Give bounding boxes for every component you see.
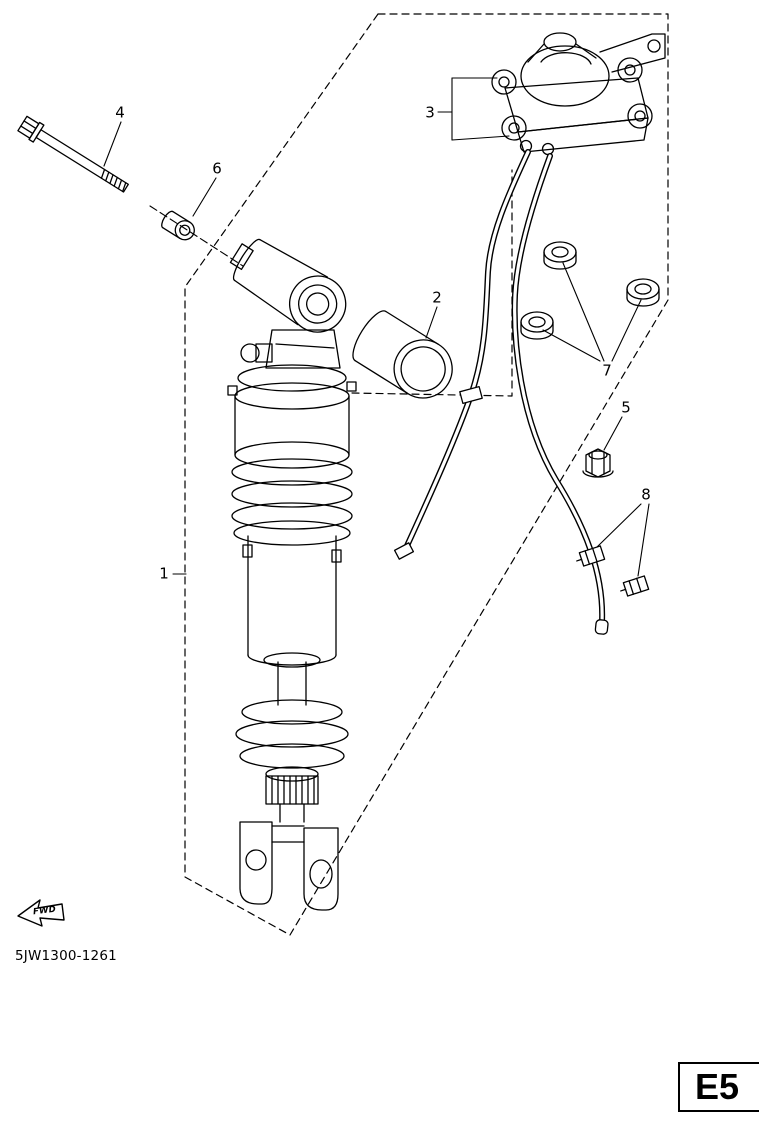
bushing-drawing: [352, 310, 453, 399]
fwd-arrow-icon: [17, 899, 65, 927]
part-code: 5JW1300-1261: [15, 948, 117, 964]
shock-absorber-drawing: [227, 238, 357, 911]
nut-drawing: [582, 448, 614, 478]
leader-lines: [103, 77, 650, 577]
dashed-boundary: [184, 13, 669, 936]
callout-8: 8: [641, 485, 651, 504]
callout-1: 1: [159, 564, 169, 583]
clips-drawing: [576, 545, 650, 597]
callout-2: 2: [432, 288, 442, 307]
page-ref-text: E5: [695, 1066, 740, 1107]
pump-assembly-drawing: [491, 32, 666, 156]
callout-3: 3: [425, 103, 435, 122]
page-ref-box: E5: [678, 1062, 759, 1112]
assembly-axis-line: [149, 205, 244, 267]
callout-7: 7: [602, 361, 612, 380]
callout-4: 4: [115, 103, 125, 122]
grommets-drawing: [520, 241, 660, 340]
bolt-drawing: [17, 115, 129, 193]
hoses-drawing: [393, 149, 609, 635]
collar-drawing: [161, 210, 195, 241]
callout-6: 6: [212, 159, 222, 178]
callout-5: 5: [621, 398, 631, 417]
